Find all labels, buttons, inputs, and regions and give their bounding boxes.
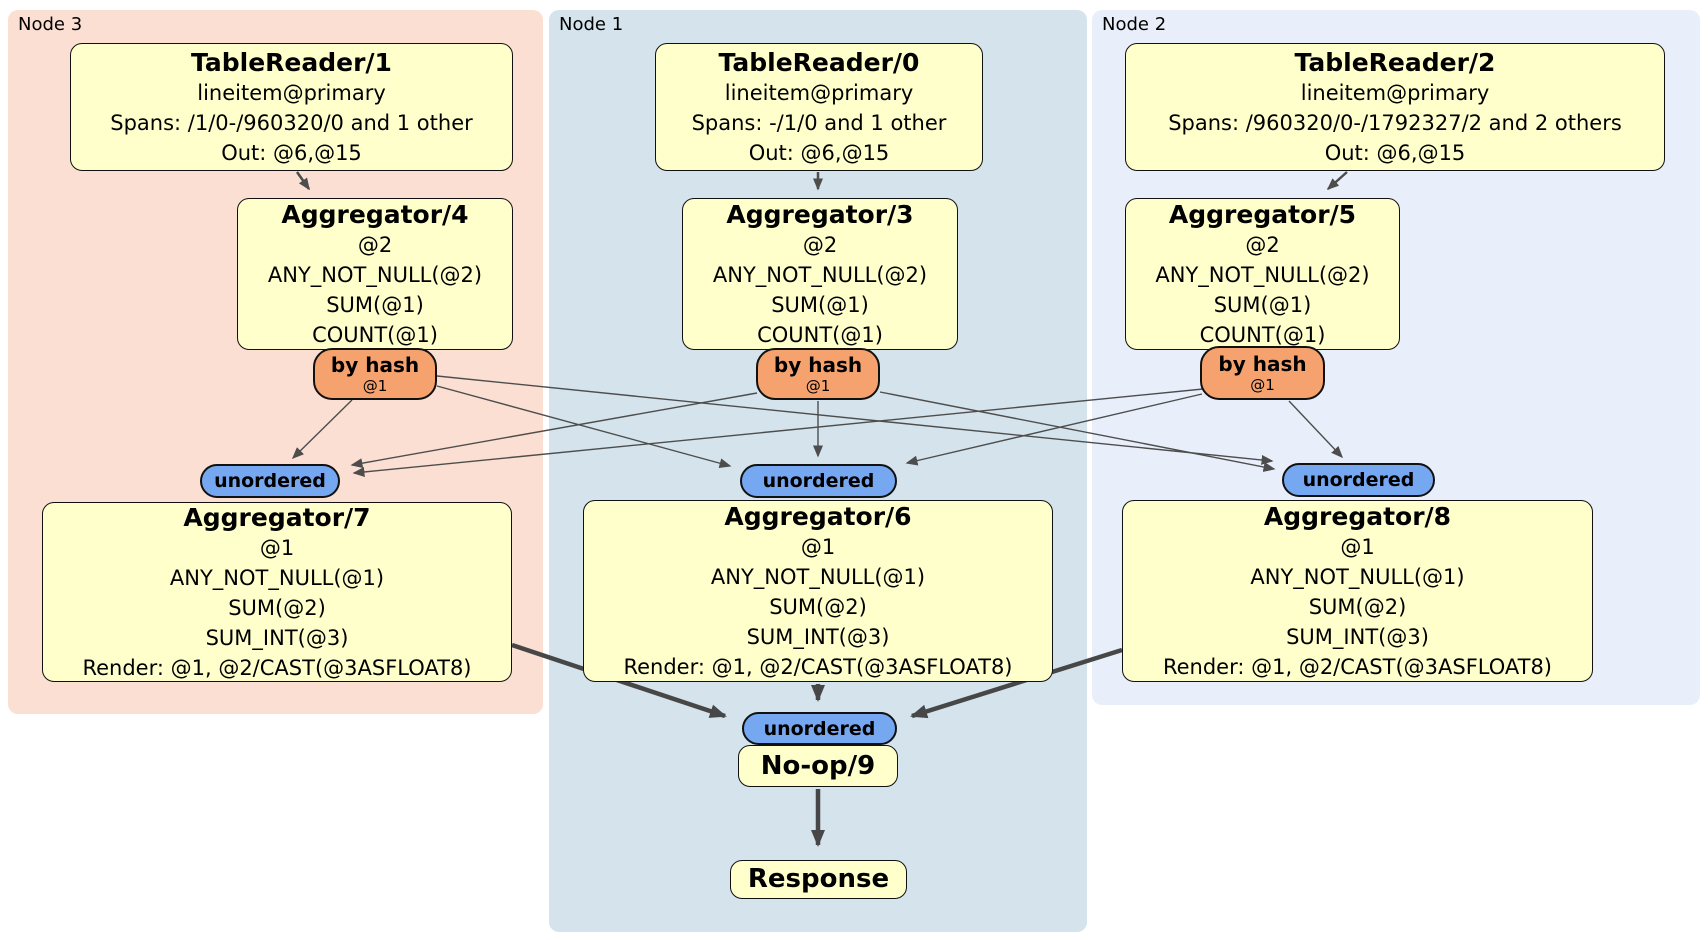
processor-detail-line: @2	[357, 232, 393, 257]
processor-detail-line: COUNT(@1)	[1199, 322, 1326, 347]
processor-detail-line: ANY_NOT_NULL(@2)	[712, 262, 928, 287]
router-label: by hash	[773, 352, 863, 377]
processor-title: Aggregator/8	[1263, 501, 1452, 531]
region-label: Node 2	[1102, 14, 1167, 35]
processor-title: TableReader/0	[718, 47, 920, 77]
edge-agg8-unordered-final	[910, 647, 1123, 719]
processor-detail-line: ANY_NOT_NULL(@1)	[169, 565, 385, 590]
processor-detail-line: Out: @6,@15	[1324, 140, 1466, 165]
processor-aggregator-5: Aggregator/5 @2 ANY_NOT_NULL(@2) SUM(@1)…	[1125, 198, 1400, 350]
processor-aggregator-8: Aggregator/8 @1 ANY_NOT_NULL(@1) SUM(@2)…	[1122, 500, 1593, 682]
sync-unordered-node3: unordered	[200, 464, 340, 498]
router-hash-column: @1	[805, 376, 831, 395]
processor-tablereader-2: TableReader/2 lineitem@primary Spans: /9…	[1125, 43, 1665, 171]
processor-detail-line: Spans: /960320/0-/1792327/2 and 2 others	[1168, 110, 1622, 135]
processor-detail-line: SUM(@2)	[769, 594, 867, 619]
processor-title: Response	[747, 864, 890, 894]
edge-tr1-agg4	[295, 171, 311, 191]
processor-tablereader-1: TableReader/1 lineitem@primary Spans: /1…	[70, 43, 513, 171]
router-by-hash-node1: by hash @1	[756, 348, 880, 400]
router-by-hash-node3: by hash @1	[313, 348, 437, 400]
sync-unordered-node2: unordered	[1282, 463, 1435, 497]
processor-detail-line: SUM(@1)	[771, 292, 869, 317]
edge-byhash3-unordered3	[291, 399, 353, 460]
router-label: by hash	[1218, 351, 1307, 376]
processor-title: Aggregator/3	[726, 199, 914, 229]
processor-detail-line: @1	[800, 534, 836, 559]
processor-detail-line: lineitem@primary	[1300, 80, 1490, 105]
sync-label: unordered	[214, 470, 326, 492]
processor-detail-line: ANY_NOT_NULL(@2)	[1155, 262, 1370, 287]
edge-byhash3-unordered2	[436, 375, 1274, 465]
processor-tablereader-0: TableReader/0 lineitem@primary Spans: -/…	[655, 43, 983, 171]
sync-label: unordered	[1302, 469, 1415, 491]
processor-aggregator-7: Aggregator/7 @1 ANY_NOT_NULL(@1) SUM(@2)…	[42, 502, 512, 682]
router-hash-column: @1	[362, 376, 388, 395]
processor-detail-line: @1	[1340, 534, 1375, 559]
sync-label: unordered	[763, 717, 876, 740]
processor-title: Aggregator/7	[183, 502, 371, 532]
processor-title: Aggregator/5	[1168, 199, 1357, 229]
processor-detail-line: @1	[259, 535, 295, 560]
router-label: by hash	[330, 352, 420, 377]
edge-byhash1-unordered3	[350, 392, 758, 469]
processor-detail-line: ANY_NOT_NULL(@1)	[1250, 564, 1465, 589]
processor-aggregator-4: Aggregator/4 @2 ANY_NOT_NULL(@2) SUM(@1)…	[237, 198, 513, 350]
processor-detail-line: ANY_NOT_NULL(@2)	[267, 262, 483, 287]
processor-title: TableReader/1	[191, 47, 392, 77]
processor-aggregator-6: Aggregator/6 @1 ANY_NOT_NULL(@1) SUM(@2)…	[583, 500, 1053, 682]
processor-title: TableReader/2	[1294, 47, 1496, 77]
processor-detail-line: Render: @1, @2/CAST(@3ASFLOAT8)	[1162, 654, 1553, 679]
processor-detail-line: Render: @1, @2/CAST(@3ASFLOAT8)	[82, 655, 472, 680]
sync-unordered-node1: unordered	[740, 464, 897, 498]
processor-detail-line: Out: @6,@15	[221, 140, 362, 165]
processor-detail-line: @2	[802, 232, 838, 257]
sync-label: unordered	[762, 470, 875, 492]
edge-tr2-agg5	[1326, 171, 1348, 191]
processor-detail-line: Spans: /1/0-/960320/0 and 1 other	[110, 110, 473, 135]
processor-detail-line: SUM(@2)	[1308, 594, 1407, 619]
processor-detail-line: Render: @1, @2/CAST(@3ASFLOAT8)	[623, 654, 1013, 679]
processor-detail-line: Out: @6,@15	[748, 140, 890, 165]
edge-byhash3-unordered1	[436, 385, 732, 469]
processor-detail-line: SUM(@2)	[228, 595, 326, 620]
processor-noop-9: No-op/9	[738, 745, 898, 787]
processor-response: Response	[730, 860, 907, 899]
processor-title: No-op/9	[760, 750, 876, 781]
processor-title: Aggregator/6	[724, 501, 912, 531]
processor-detail-line: SUM(@1)	[326, 292, 424, 317]
processor-detail-line: @2	[1245, 232, 1280, 257]
edge-byhash2-unordered3	[352, 388, 1204, 477]
router-by-hash-node2: by hash @1	[1200, 346, 1325, 400]
processor-detail-line: Spans: -/1/0 and 1 other	[691, 110, 947, 135]
processor-title: Aggregator/4	[281, 199, 469, 229]
processor-detail-line: COUNT(@1)	[312, 322, 438, 347]
sync-unordered-final: unordered	[742, 712, 897, 745]
edge-byhash1-unordered2	[879, 391, 1276, 472]
region-label: Node 1	[559, 14, 624, 35]
processor-detail-line: lineitem@primary	[197, 80, 386, 105]
processor-detail-line: SUM_INT(@3)	[1286, 624, 1429, 649]
edge-byhash2-unordered1	[905, 393, 1203, 466]
processor-detail-line: SUM_INT(@3)	[205, 625, 349, 650]
processor-detail-line: SUM(@1)	[1213, 292, 1312, 317]
processor-detail-line: SUM_INT(@3)	[746, 624, 890, 649]
processor-detail-line: COUNT(@1)	[757, 322, 883, 347]
region-label: Node 3	[18, 14, 83, 35]
edge-byhash2-unordered2	[1288, 400, 1344, 459]
router-hash-column: @1	[1250, 375, 1275, 394]
processor-aggregator-3: Aggregator/3 @2 ANY_NOT_NULL(@2) SUM(@1)…	[682, 198, 958, 350]
processor-detail-line: ANY_NOT_NULL(@1)	[710, 564, 926, 589]
processor-detail-line: lineitem@primary	[724, 80, 914, 105]
